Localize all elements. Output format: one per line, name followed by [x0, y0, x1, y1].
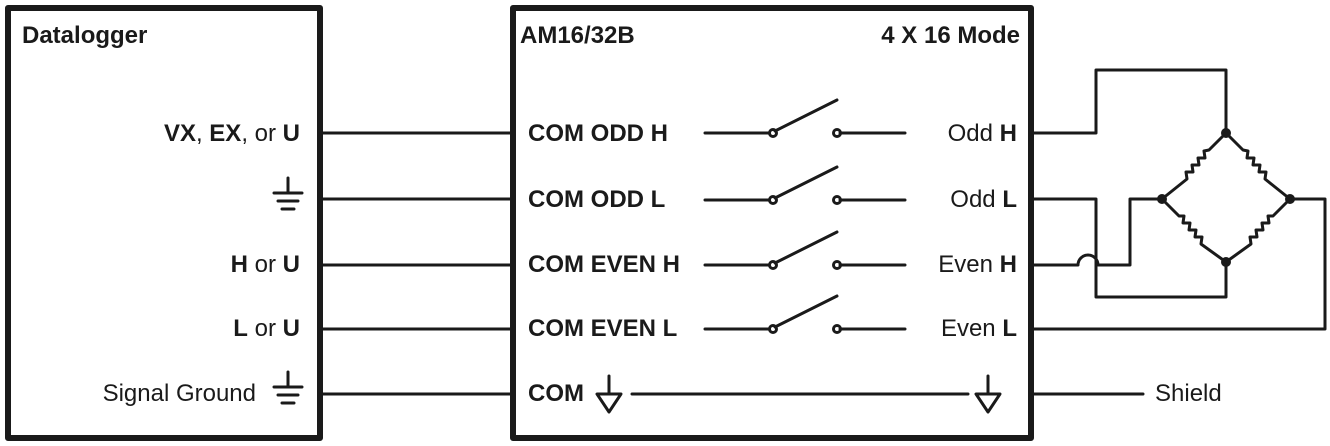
wire-even-l-to-bridge: [1029, 197, 1327, 331]
mode-label: 4 X 16 Mode: [881, 22, 1020, 49]
wire-odd-l-to-bridge: [1029, 197, 1228, 299]
output-odd-h-suffix: H: [999, 120, 1017, 147]
terminal-label-part: VX: [163, 120, 196, 147]
com-even-h-label: COM EVEN H: [528, 251, 681, 278]
terminal-label-part: , or: [241, 120, 283, 147]
com-odd-l-label: COM ODD L: [528, 186, 666, 213]
output-odd-l: Odd L: [860, 186, 1017, 214]
ground-icon: [272, 176, 304, 211]
terminal-signal-ground: Signal Ground: [40, 380, 256, 408]
terminal-label-part: EX: [209, 120, 242, 147]
output-odd-h-name: Odd: [947, 120, 993, 147]
resistor-icon: [1224, 197, 1292, 264]
resistor-icon: [1160, 131, 1228, 201]
terminal-label-part: or: [247, 251, 283, 278]
output-odd-l-name: Odd: [950, 186, 996, 213]
com-odd-h-label: COM ODD H: [528, 120, 668, 147]
terminal-label-part: U: [282, 120, 300, 147]
datalogger-title: Datalogger: [22, 22, 148, 49]
wire-odd-h-to-bridge: [1029, 68, 1228, 135]
shield-label: Shield: [1155, 380, 1222, 407]
terminal-label-part: H: [230, 251, 248, 278]
multiplexer-box: [510, 5, 1034, 441]
wire-even-h-to-bridge: [1029, 197, 1164, 267]
terminal-label-part: Signal Ground: [102, 380, 256, 407]
output-odd-l-suffix: L: [1002, 186, 1017, 213]
terminal-label-part: ,: [195, 120, 210, 147]
com-even-l-label: COM EVEN L: [528, 315, 678, 342]
output-even-h-suffix: H: [999, 251, 1017, 278]
output-even-l: Even L: [860, 315, 1017, 343]
switch-even-l: [703, 294, 907, 334]
signal-ground-icon: [272, 370, 304, 405]
datalogger-box: [5, 5, 323, 441]
output-even-l-suffix: L: [1002, 315, 1017, 342]
switch-odd-h: [703, 98, 907, 138]
terminal-label-part: or: [247, 315, 283, 342]
switch-odd-l: [703, 165, 907, 205]
terminal-high: H or U: [80, 251, 300, 279]
chassis-ground-icon-right: [974, 374, 1002, 414]
terminal-label-part: U: [282, 251, 300, 278]
output-even-h: Even H: [860, 251, 1017, 279]
chassis-ground-icon-left: [595, 374, 623, 414]
output-even-h-name: Even: [938, 251, 993, 278]
resistor-icon: [1224, 131, 1292, 201]
com-label: COM: [528, 380, 584, 407]
terminal-low: L or U: [80, 315, 300, 343]
terminal-excitation: VX, EX, or U: [80, 120, 300, 148]
terminal-label-part: U: [282, 315, 300, 342]
output-odd-h: Odd H: [860, 120, 1017, 148]
resistor-icon: [1160, 197, 1228, 264]
output-even-l-name: Even: [940, 315, 996, 342]
multiplexer-title: AM16/32B: [520, 22, 635, 49]
switch-even-h: [703, 230, 907, 270]
terminal-label-part: L: [233, 315, 248, 342]
